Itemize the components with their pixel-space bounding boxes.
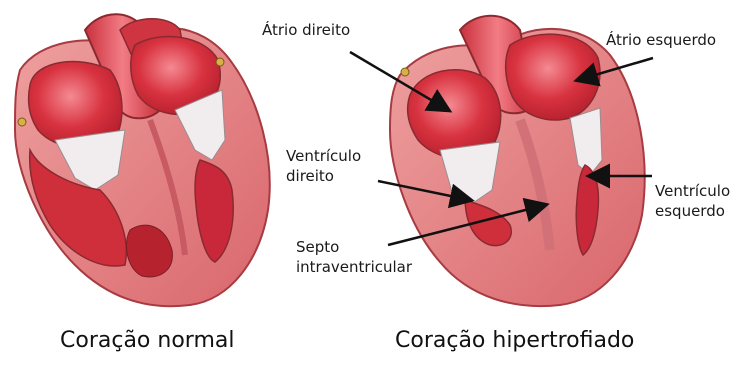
label-septum: Septo intraventricular bbox=[296, 237, 412, 277]
label-left-ventricle-line2: esquerdo bbox=[655, 201, 730, 221]
label-left-ventricle-line1: Ventrículo bbox=[655, 181, 730, 201]
label-right-ventricle-line1: Ventrículo bbox=[286, 146, 361, 166]
hypertrophied-heart bbox=[390, 16, 645, 306]
label-left-ventricle: Ventrículo esquerdo bbox=[655, 181, 730, 221]
label-right-atrium: Átrio direito bbox=[262, 20, 350, 40]
hypertrophied-coronary-vessel bbox=[401, 68, 409, 76]
caption-hypertrophied-heart: Coração hipertrofiado bbox=[395, 328, 634, 353]
label-septum-line1: Septo bbox=[296, 237, 412, 257]
label-right-ventricle: Ventrículo direito bbox=[286, 146, 361, 186]
normal-heart bbox=[15, 14, 270, 306]
caption-normal-heart: Coração normal bbox=[60, 328, 234, 353]
normal-coronary-vessel bbox=[18, 118, 26, 126]
label-right-ventricle-line2: direito bbox=[286, 166, 361, 186]
normal-coronary-vessel-2 bbox=[216, 58, 224, 66]
label-left-atrium: Átrio esquerdo bbox=[606, 30, 716, 50]
label-septum-line2: intraventricular bbox=[296, 257, 412, 277]
